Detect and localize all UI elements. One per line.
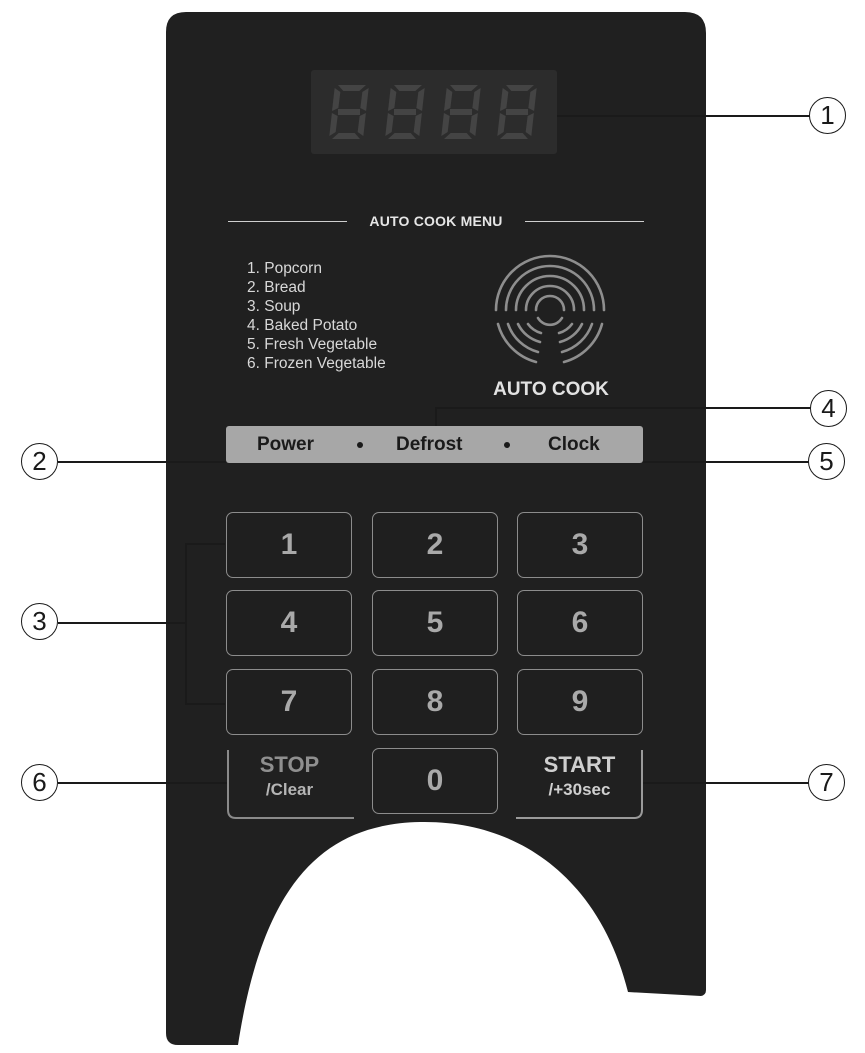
menu-item-bread: 2. Bread [247, 279, 306, 296]
key-1[interactable]: 1 [226, 512, 352, 578]
display-digit [385, 85, 425, 139]
display-digit [497, 85, 537, 139]
separator-dot [357, 442, 363, 448]
display-segment [329, 113, 338, 136]
display-segment [444, 88, 453, 111]
display-segment [332, 133, 360, 139]
auto-cook-label: AUTO COOK [493, 379, 609, 400]
menu-item-soup: 3. Soup [247, 298, 301, 315]
function-strip: Power Defrost Clock [226, 426, 643, 463]
display-segment [497, 113, 506, 136]
auto-cook-dial-icon[interactable] [480, 244, 620, 374]
menu-header-rule-right [524, 220, 644, 222]
display-segment [388, 88, 397, 111]
auto-cook-menu-title: AUTO COOK MENU [369, 213, 503, 229]
start-label: START [543, 752, 616, 777]
key-5[interactable]: 5 [372, 590, 498, 656]
display-segment [450, 109, 472, 115]
key-7[interactable]: 7 [226, 669, 352, 735]
menu-header-rule-left [228, 220, 348, 222]
display-segment [444, 133, 472, 139]
display-segment [500, 133, 528, 139]
stop-label: STOP [259, 752, 320, 777]
key-3[interactable]: 3 [517, 512, 643, 578]
display-segment [360, 88, 369, 111]
display-segment [528, 88, 537, 111]
display-digit [441, 85, 481, 139]
key-6[interactable]: 6 [517, 590, 643, 656]
display-segment [441, 113, 450, 136]
led-display [311, 70, 557, 154]
display-segment [500, 88, 509, 111]
menu-item-baked-potato: 4. Baked Potato [247, 317, 358, 334]
separator-dot [504, 442, 510, 448]
display-segment [385, 113, 394, 136]
key-4[interactable]: 4 [226, 590, 352, 656]
display-segment [332, 88, 341, 111]
stop-clear-button[interactable]: STOP /Clear [226, 752, 353, 802]
menu-item-popcorn: 1. Popcorn [247, 260, 322, 277]
callout-1: 1 [809, 97, 846, 134]
start-30sec-button[interactable]: START /+30sec [516, 752, 643, 802]
callout-3: 3 [21, 603, 58, 640]
plus-30sec-label: /+30sec [548, 780, 611, 799]
display-segment [338, 85, 366, 91]
start-button-frame [516, 750, 643, 819]
display-segment [416, 88, 425, 111]
display-segment [413, 113, 422, 136]
display-digits [329, 85, 537, 139]
callout-6: 6 [21, 764, 58, 801]
display-segment [450, 85, 478, 91]
auto-cook-menu-header: AUTO COOK MENU [228, 211, 644, 231]
menu-item-fresh-vegetable: 5. Fresh Vegetable [247, 336, 378, 353]
power-button[interactable]: Power [257, 434, 315, 455]
key-2[interactable]: 2 [372, 512, 498, 578]
display-segment [525, 113, 534, 136]
callout-2: 2 [21, 443, 58, 480]
display-segment [506, 109, 528, 115]
menu-item-frozen-vegetable: 6. Frozen Vegetable [247, 355, 386, 372]
defrost-button[interactable]: Defrost [396, 434, 463, 455]
key-9[interactable]: 9 [517, 669, 643, 735]
display-segment [469, 113, 478, 136]
display-segment [357, 113, 366, 136]
auto-cook-menu-list: 1. Popcorn 2. Bread 3. Soup 4. Baked Pot… [247, 259, 386, 373]
callout-4: 4 [810, 390, 847, 427]
display-segment [472, 88, 481, 111]
display-segment [394, 109, 416, 115]
display-segment [394, 85, 422, 91]
display-segment [506, 85, 534, 91]
key-0[interactable]: 0 [372, 748, 498, 814]
display-segment [338, 109, 360, 115]
clear-label: /Clear [265, 780, 314, 799]
display-digit [329, 85, 369, 139]
callout-5: 5 [808, 443, 845, 480]
display-segment [388, 133, 416, 139]
clock-button[interactable]: Clock [548, 434, 600, 455]
callout-7: 7 [808, 764, 845, 801]
leader-line-4 [435, 407, 811, 426]
key-8[interactable]: 8 [372, 669, 498, 735]
stop-button-frame [227, 750, 354, 819]
